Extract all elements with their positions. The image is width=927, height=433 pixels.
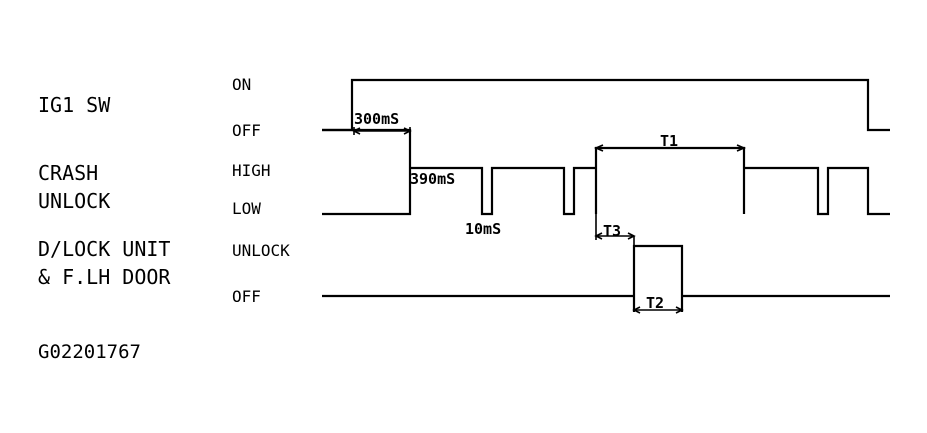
- t300-label: 300mS: [354, 110, 399, 128]
- t1-dimension: [593, 144, 747, 152]
- ig1-sw-label: IG1 SW: [38, 93, 111, 117]
- t2-dimension: [632, 306, 684, 314]
- figure-code: G02201767: [38, 341, 141, 363]
- crash-low-level: LOW: [232, 199, 261, 218]
- dlock-unit-label-line2: & F.LH DOOR: [38, 265, 171, 289]
- t3-label: T3: [603, 222, 621, 240]
- t3-dimension: [594, 214, 636, 246]
- crash-high-level: HIGH: [232, 161, 271, 180]
- crash-unlock-label-line1: CRASH: [38, 161, 98, 185]
- dlock-unit-waveform: [322, 244, 890, 312]
- t1-label: T1: [660, 132, 678, 150]
- dlock-unlock-level: UNLOCK: [232, 241, 290, 260]
- ig1-off-level: OFF: [232, 121, 261, 140]
- crash-unlock-waveform: [322, 128, 890, 216]
- t2-label: T2: [646, 294, 664, 312]
- dlock-unit-label-line1: D/LOCK UNIT: [38, 237, 170, 261]
- crash-unlock-label-line2: UNLOCK: [38, 189, 110, 213]
- dlock-off-level: OFF: [232, 287, 261, 306]
- t10-label: 10mS: [465, 220, 501, 238]
- t300-dimension: [352, 127, 412, 135]
- ig1-on-level: ON: [232, 75, 251, 94]
- t390-label: 390mS: [410, 170, 455, 188]
- ig1-sw-waveform: [322, 78, 890, 132]
